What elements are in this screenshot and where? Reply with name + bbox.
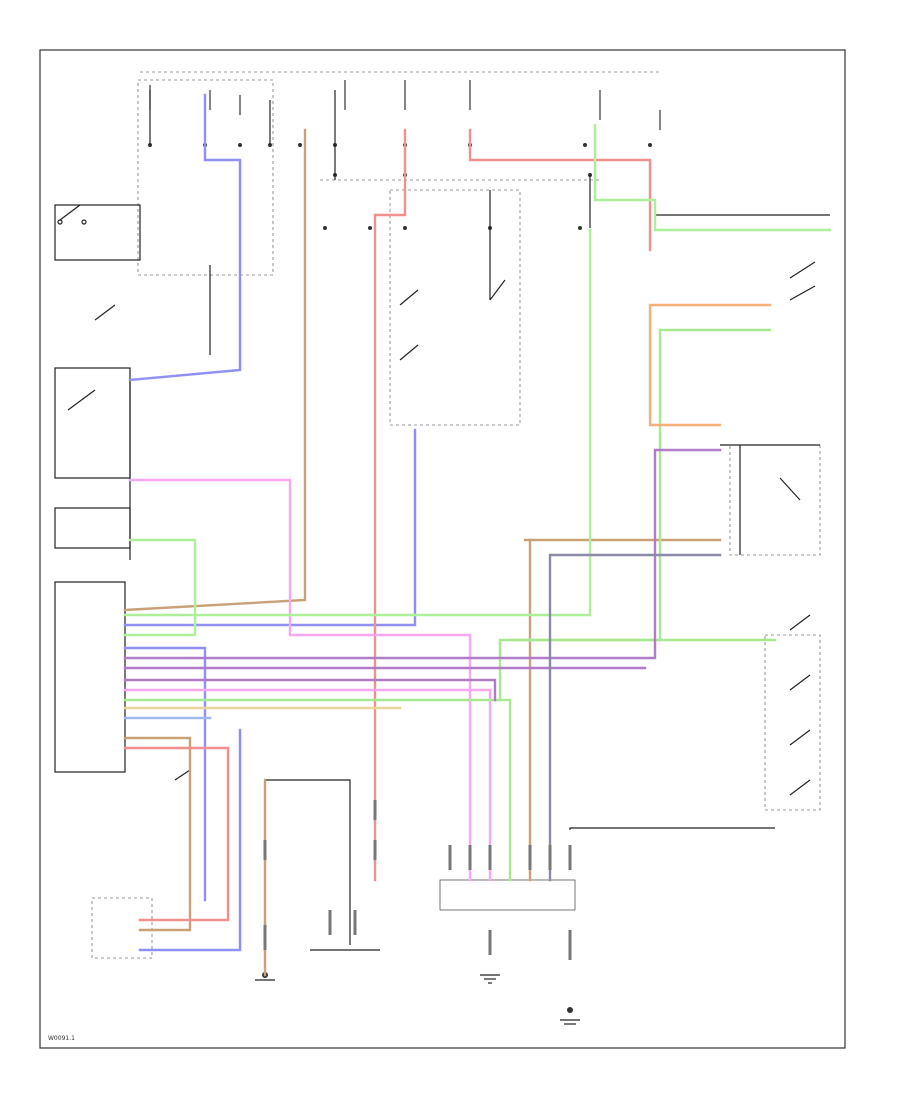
wire-red-ecu	[123, 746, 230, 922]
wire-purple-3	[123, 678, 497, 702]
wire-orange	[648, 303, 772, 427]
ignition-switch-box	[54, 204, 141, 261]
wire-pink-ecu	[123, 688, 492, 882]
cruise-actuator-box	[729, 444, 821, 556]
wire-tan-vertical	[123, 128, 307, 612]
connector-dots	[148, 143, 652, 1013]
wire-red-center	[373, 128, 407, 882]
switch-symbols	[57, 204, 816, 796]
wire-green-ecu	[123, 698, 512, 882]
wire-blue-center	[123, 428, 417, 627]
stop-lamp-switch-box	[389, 189, 521, 426]
wire-blue-lower	[123, 646, 207, 902]
wire-blue-return	[138, 728, 242, 952]
wire-green-long	[123, 228, 592, 617]
wire-blue-left	[128, 93, 242, 382]
cruise-indicator-box	[54, 507, 131, 549]
wire-red-top	[468, 128, 652, 252]
engine-ecu-box	[54, 581, 126, 773]
diagram-frame	[39, 49, 846, 1049]
cruise-control-switch-box	[764, 634, 821, 811]
ground-symbols	[255, 949, 580, 1025]
wire-tan-ecu	[123, 736, 192, 932]
wire-gray	[548, 553, 722, 882]
fuse-group	[149, 80, 661, 130]
wire-green-top	[593, 123, 832, 232]
wire-green-mid	[123, 538, 197, 637]
junction-connector-box	[439, 879, 576, 911]
wire-green-loop	[498, 328, 662, 702]
wire-pink-meter	[128, 478, 472, 882]
figure-code: W0091.1	[48, 1035, 75, 1042]
engine-control-switch-box	[91, 897, 153, 959]
black-wires	[129, 90, 830, 945]
fuse-block-left	[137, 79, 274, 276]
connector-stubs	[263, 800, 572, 960]
combination-meter-box	[54, 367, 131, 479]
